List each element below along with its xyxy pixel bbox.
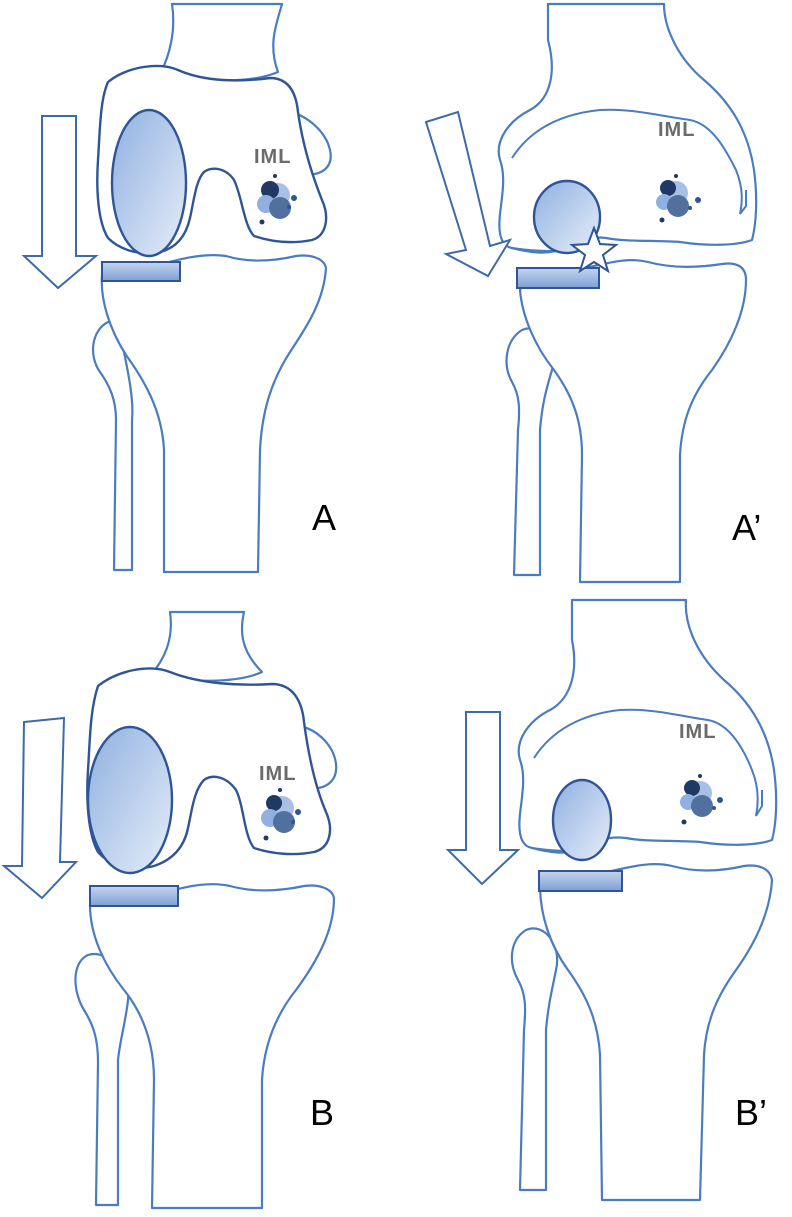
tibia bbox=[518, 259, 748, 584]
panel-b: IML B bbox=[1, 610, 338, 1210]
implant-label: IML bbox=[658, 119, 695, 141]
implant-cluster bbox=[261, 788, 301, 841]
fibula bbox=[510, 927, 559, 1192]
panel-a-prime: IML A’ bbox=[424, 2, 761, 584]
medial-condyle bbox=[110, 108, 188, 258]
tibial-insert bbox=[101, 261, 181, 282]
panel-label: B’ bbox=[735, 1092, 767, 1133]
implant-cluster bbox=[257, 174, 297, 225]
load-arrow bbox=[1, 716, 79, 900]
intercondylar-line bbox=[511, 108, 747, 215]
tibial-insert bbox=[89, 885, 179, 907]
tibial-insert bbox=[516, 267, 600, 289]
load-arrow bbox=[445, 711, 521, 886]
femur-shaft bbox=[148, 610, 264, 682]
panel-label: A’ bbox=[732, 507, 761, 548]
intercondylar-line bbox=[533, 708, 763, 817]
panel-label: B bbox=[310, 1092, 334, 1133]
medial-condyle bbox=[86, 725, 174, 875]
implant-cluster bbox=[656, 174, 701, 223]
tibial-insert bbox=[538, 870, 623, 892]
fibula bbox=[505, 327, 555, 577]
fibula bbox=[92, 320, 134, 572]
load-arrow bbox=[424, 110, 513, 278]
implant-label: IML bbox=[679, 721, 716, 743]
tibia bbox=[538, 863, 774, 1202]
impingement-star-icon bbox=[569, 225, 619, 274]
tibia bbox=[88, 883, 336, 1210]
implant-label: IML bbox=[254, 146, 291, 168]
tibia bbox=[100, 254, 328, 574]
panel-b-prime: IML B’ bbox=[445, 598, 778, 1202]
panel-a: IML A bbox=[21, 2, 336, 574]
panel-label: A bbox=[312, 497, 336, 538]
load-arrow bbox=[21, 115, 99, 290]
implant-label: IML bbox=[259, 763, 296, 785]
medial-condyle bbox=[532, 179, 602, 255]
medial-condyle bbox=[551, 778, 613, 862]
fibula bbox=[74, 952, 130, 1207]
implant-cluster bbox=[680, 774, 723, 825]
